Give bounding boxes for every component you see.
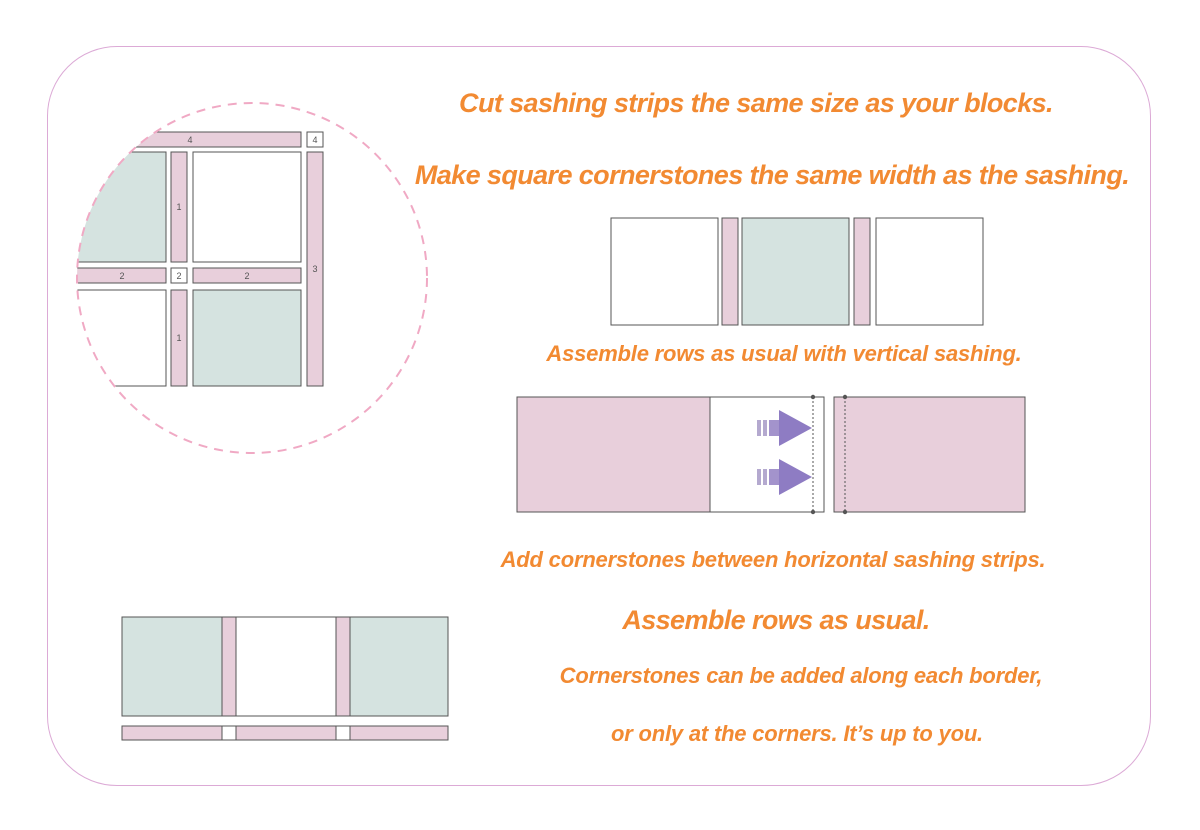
card-frame <box>47 46 1151 786</box>
row1-block-white-left <box>610 217 719 326</box>
row1-sashing-left <box>721 217 739 326</box>
label-vertical-lower: 1 <box>176 333 181 343</box>
row1-block-white-right <box>875 217 984 326</box>
zoom-vertical-sashing-upper <box>170 151 188 263</box>
zoom-block-green-upper <box>77 151 167 263</box>
label-top-strip: 4 <box>187 135 192 145</box>
hsash-strip-middle <box>235 725 337 741</box>
row-bottom <box>121 616 449 741</box>
seam-dot <box>842 394 848 400</box>
label-vertical-upper: 1 <box>176 202 181 212</box>
zoom-block-green-lower <box>192 289 302 387</box>
row-vertical-sashing <box>610 217 984 326</box>
push-arrow-icon <box>757 459 812 495</box>
row1-block-green <box>741 217 850 326</box>
join-left-white <box>709 396 825 513</box>
zoom-vertical-sashing-lower <box>170 289 188 387</box>
zoom-block-white-lower <box>77 289 167 387</box>
join-left-pink <box>516 396 711 513</box>
caption-add-cornerstones: Add cornerstones between horizontal sash… <box>500 547 1046 572</box>
zoom-detail: 4 4 1 1 3 2 2 2 <box>76 102 428 454</box>
label-left-horizontal: 2 <box>119 271 124 281</box>
hsash-cornerstone-right <box>335 725 351 741</box>
zoom-block-white-upper <box>192 151 302 263</box>
hsash-strip-right <box>349 725 449 741</box>
caption-assemble-rows: Assemble rows as usual. <box>622 605 930 635</box>
row2-sashing-right <box>335 616 351 717</box>
zoom-horizontal-sashing-right <box>192 267 302 284</box>
caption-cut-strips: Cut sashing strips the same size as your… <box>459 88 1054 118</box>
caption-border-note-1: Cornerstones can be added along each bor… <box>559 663 1043 688</box>
join-right-pink <box>833 396 1026 513</box>
zoom-horizontal-sashing-left <box>77 267 167 284</box>
zoom-right-strip <box>306 151 324 387</box>
label-right-horizontal: 2 <box>244 271 249 281</box>
caption-assemble-vertical: Assemble rows as usual with vertical sas… <box>546 341 1022 366</box>
seam-dot <box>810 509 816 515</box>
zoom-top-cornerstone <box>306 131 324 148</box>
row2-block-green-right <box>349 616 449 717</box>
push-arrow-icon <box>757 410 812 446</box>
label-right-strip: 3 <box>312 264 317 274</box>
caption-cornerstones-width: Make square cornerstones the same width … <box>414 160 1130 190</box>
row1-sashing-right <box>853 217 871 326</box>
zoom-circle <box>76 102 428 454</box>
joining-illustration <box>516 394 1026 515</box>
hsash-strip-left <box>121 725 223 741</box>
label-center-cornerstone: 2 <box>176 271 181 281</box>
row2-block-white <box>235 616 337 717</box>
zoom-cornerstone-center <box>170 267 188 284</box>
seam-dot <box>810 394 816 400</box>
row2-sashing-left <box>221 616 237 717</box>
hsash-cornerstone-left <box>221 725 237 741</box>
zoom-top-strip <box>77 131 302 148</box>
label-top-cornerstone: 4 <box>312 135 317 145</box>
seam-dot <box>842 509 848 515</box>
row2-block-green-left <box>121 616 223 717</box>
caption-border-note-2: or only at the corners. It’s up to you. <box>611 721 983 746</box>
